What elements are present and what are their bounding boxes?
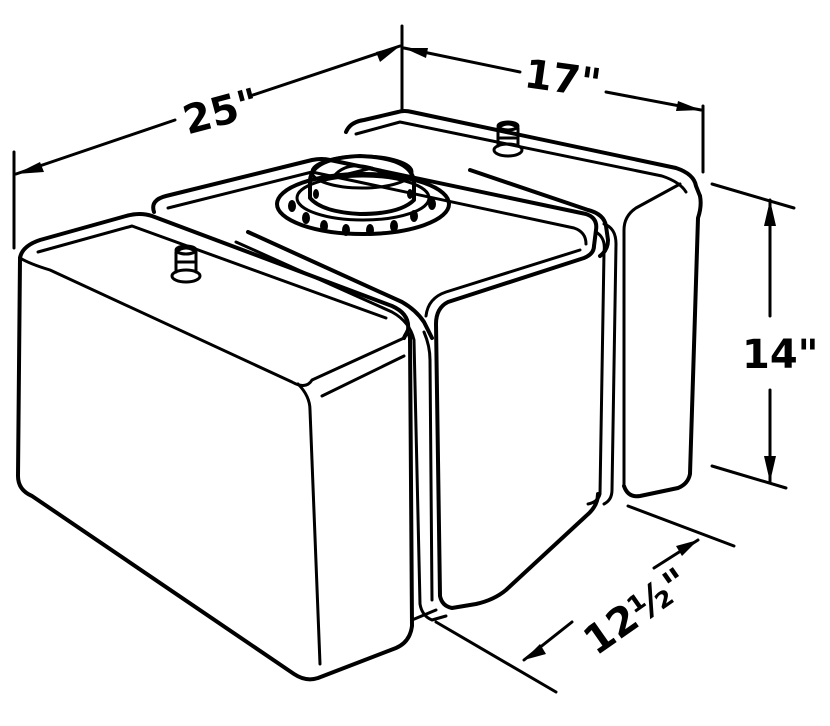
arrowhead-width-right — [676, 101, 701, 111]
rear-band-groove-1 — [602, 222, 618, 506]
dimension-height: 14" — [710, 182, 819, 490]
filler-flange — [275, 172, 451, 236]
middle-section-foot — [410, 608, 438, 622]
filler-flange-inner — [295, 174, 431, 222]
dimension-length: 25" — [12, 24, 404, 250]
bolt-icon — [302, 212, 310, 224]
vent-fitting-top — [174, 244, 198, 256]
arrowhead-depth-left — [524, 644, 546, 660]
dimension-line-length-left — [14, 118, 177, 176]
front-section-face-right-bevel — [320, 354, 406, 398]
bolt-icon — [407, 189, 413, 199]
vent-fitting-front — [170, 244, 202, 284]
bolt-icon — [342, 224, 350, 236]
vent-fitting-base — [492, 142, 524, 158]
rear-section-side — [622, 194, 703, 499]
dimension-label-width: 17" — [522, 51, 604, 107]
arrowhead-height-bottom — [764, 456, 776, 482]
extension-line-depth-left — [434, 620, 558, 694]
extension-line-height-bottom — [710, 464, 788, 490]
rear-section-side-edge — [622, 182, 682, 488]
rear-section-top — [344, 109, 702, 198]
arrowhead-width-left — [404, 48, 428, 58]
middle-section-top — [151, 157, 599, 248]
bolt-icon — [428, 198, 436, 210]
extension-line-height-top — [710, 182, 796, 210]
vent-fitting-rear — [492, 120, 524, 158]
dimension-label-height: 14" — [742, 332, 819, 378]
bolt-icon — [410, 210, 418, 222]
bolt-icon — [366, 224, 374, 236]
extension-line-depth-right — [626, 504, 736, 548]
rear-band-groove-2 — [586, 230, 606, 506]
arrowhead-height-top — [764, 200, 776, 226]
vent-fitting-base — [170, 268, 202, 284]
front-section-top-inner — [36, 224, 388, 320]
rear-section-top-inner — [354, 120, 688, 194]
dimension-line-length-right — [248, 44, 402, 98]
bolt-icon — [320, 220, 328, 232]
front-section-face-bevel — [296, 382, 322, 666]
bolt-icon — [390, 220, 398, 232]
front-band-groove-1 — [234, 240, 448, 622]
filler-cap-top — [310, 154, 414, 190]
middle-section-face — [434, 244, 600, 610]
dimension-depth: 12½" — [434, 504, 736, 694]
arrowhead-left — [16, 162, 44, 174]
front-section-face — [16, 256, 414, 682]
filler-cap — [275, 154, 451, 236]
bolt-icon — [313, 189, 319, 199]
front-section-top-edge — [18, 256, 406, 387]
vent-fitting-top — [496, 120, 520, 132]
flange-bolts — [288, 189, 436, 236]
dimension-label-depth: 12½" — [575, 559, 698, 664]
arrowhead-right — [376, 46, 400, 62]
fuel-tank — [16, 109, 703, 682]
middle-section-face-edge — [424, 248, 582, 318]
dimension-width: 17" — [402, 46, 705, 174]
front-section-top — [18, 212, 411, 340]
front-band — [246, 230, 434, 340]
front-band-groove-2 — [422, 330, 434, 602]
dimension-label-length: 25" — [178, 80, 264, 144]
arrowhead-depth-right — [676, 540, 698, 556]
filler-cap-handle — [332, 164, 386, 178]
bolt-icon — [288, 200, 296, 212]
middle-section-top-inner — [166, 170, 588, 246]
